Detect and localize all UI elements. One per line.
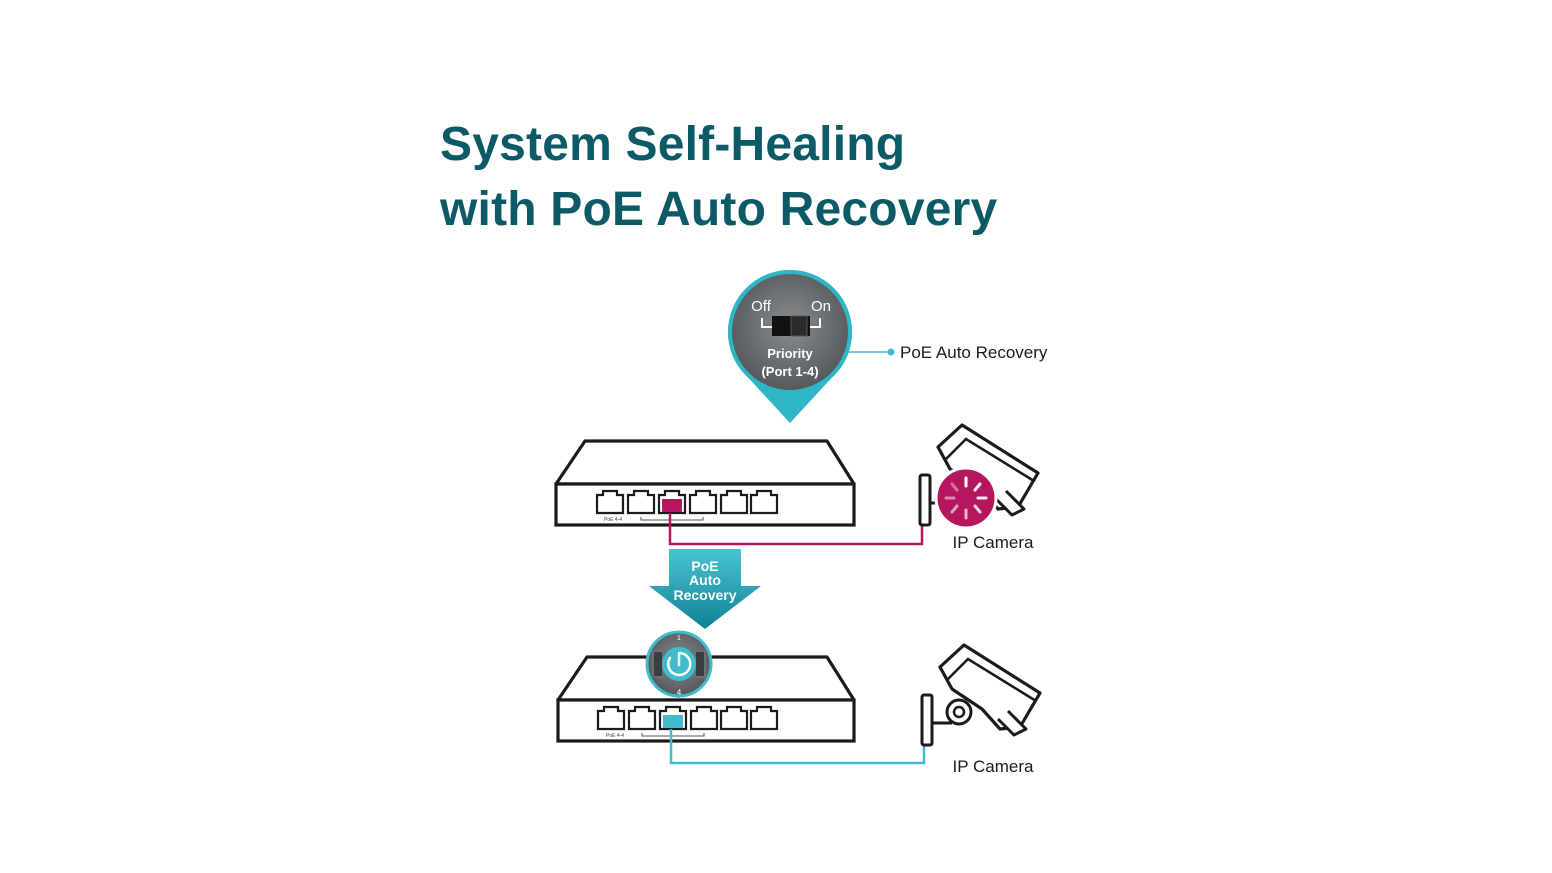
poe-auto-recovery-arrow: PoE Auto Recovery (649, 549, 761, 629)
faulty-cable (668, 513, 924, 546)
switch-on-label: On (811, 298, 831, 315)
page-title: System Self-Healing with PoE Auto Recove… (440, 112, 997, 242)
loading-spinner-icon (934, 466, 998, 530)
recovered-cable (669, 729, 926, 765)
camera-lens (945, 698, 973, 726)
power-restart-icon (662, 647, 696, 681)
port-zoom-top-number: 1 (677, 635, 681, 642)
dip-switch-callout: Off On Priority (Port 1-4) (728, 269, 852, 423)
port-zoom-callout: 1 4 (645, 630, 713, 699)
priority-label: Priority (767, 346, 813, 361)
title-line-2: with PoE Auto Recovery (440, 183, 998, 236)
ip-camera-bottom-label: IP Camera (953, 757, 1034, 776)
arrow-label-line-3: Recovery (673, 587, 736, 603)
ip-camera-icon (920, 643, 1042, 747)
faulty-port (657, 489, 687, 515)
port-range-label: (Port 1-4) (761, 364, 818, 379)
poe-auto-recovery-callout-label: PoE Auto Recovery (900, 343, 1048, 362)
switch-off-label: Off (751, 298, 772, 315)
arrow-label-line-1: PoE (691, 558, 718, 574)
poe-switch-top: PoE 4-4 (554, 439, 856, 527)
svg-text:PoE 4-4: PoE 4-4 (604, 517, 622, 523)
title-line-1: System Self-Healing (440, 118, 906, 171)
port-zoom-bottom-number: 4 (677, 688, 682, 697)
arrow-label-line-2: Auto (689, 572, 721, 588)
ip-camera-top-label: IP Camera (953, 533, 1034, 552)
svg-text:PoE 4-4: PoE 4-4 (606, 733, 624, 739)
callout-leader (846, 348, 895, 356)
recovered-port (658, 705, 688, 731)
toggle-switch-icon (761, 315, 821, 337)
